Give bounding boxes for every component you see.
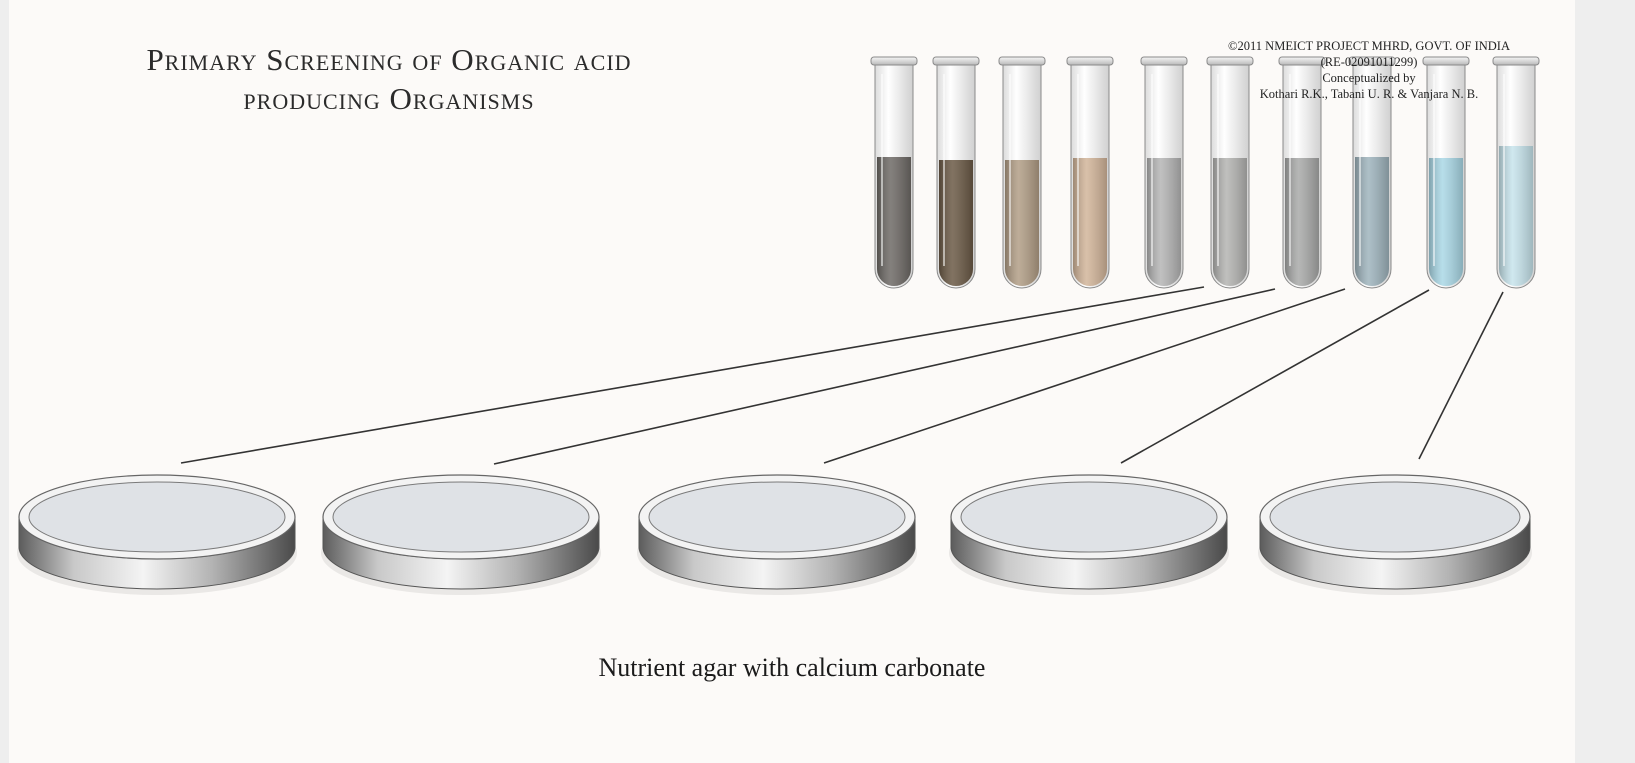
test-tube [932,56,980,289]
copyright-text: ©2011 NMEICT PROJECT MHRD, GOVT. OF INDI… [1228,39,1510,53]
plate-agar [28,481,286,553]
tube-liquid-shade [1005,160,1039,286]
test-tube [1066,56,1114,289]
diagram-panel: Primary Screening of Organic acid produc… [9,0,1575,763]
tube-liquid-shade [1285,158,1319,286]
conceptualized-label: Conceptualized by [1322,71,1416,85]
tube-rim [932,56,980,66]
tube-rim [1348,56,1396,66]
title-line-1: Primary Screening of Organic acid [146,42,632,77]
tube-liquid-shade [877,157,911,286]
petri-plate [949,474,1229,595]
test-tube-rack [870,56,1540,289]
tube-rim [1206,56,1254,66]
petri-plate [1258,474,1532,595]
tube-liquid-shade [1147,158,1181,286]
connector-line [823,288,1346,464]
connector-line [180,286,1205,464]
plate-caption: Nutrient agar with calcium carbonate [598,653,986,682]
tube-rim [1422,56,1470,66]
connector-lines [180,286,1504,465]
tube-liquid-shade [1355,157,1389,286]
tube-rim [998,56,1046,66]
title-line-2: producing Organisms [243,81,535,116]
tube-rim [1492,56,1540,66]
petri-plates [17,474,1532,595]
petri-plate [637,474,917,595]
tube-rim [1140,56,1188,66]
connector-line [1418,291,1504,460]
connector-line [1120,289,1430,464]
test-tube [1348,56,1396,289]
registration-number: (RE-02091011299) [1320,55,1418,69]
tube-rim [1278,56,1326,66]
tube-rim [1066,56,1114,66]
petri-plate [17,474,297,595]
tube-liquid-shade [939,160,973,286]
tube-liquid-shade [1073,158,1107,286]
plate-agar [960,481,1218,553]
diagram-canvas [17,56,1540,595]
plate-agar [648,481,906,553]
tube-rim [870,56,918,66]
test-tube [1422,56,1470,289]
test-tube [998,56,1046,289]
diagram-title: Primary Screening of Organic acid produc… [39,40,739,118]
tube-liquid-shade [1429,158,1463,286]
tube-liquid-shade [1213,158,1247,286]
plate-agar [1269,481,1521,553]
test-tube [1140,56,1188,289]
connector-line [493,288,1276,465]
test-tube [1206,56,1254,289]
tube-liquid-shade [1499,146,1533,286]
test-tube [870,56,918,289]
authors-text: Kothari R.K., Tabani U. R. & Vanjara N. … [1259,87,1479,101]
petri-plate [321,474,601,595]
credits-block: ©2011 NMEICT PROJECT MHRD, GOVT. OF INDI… [1159,38,1579,102]
test-tube [1278,56,1326,289]
test-tube [1492,56,1540,289]
plate-agar [332,481,590,553]
